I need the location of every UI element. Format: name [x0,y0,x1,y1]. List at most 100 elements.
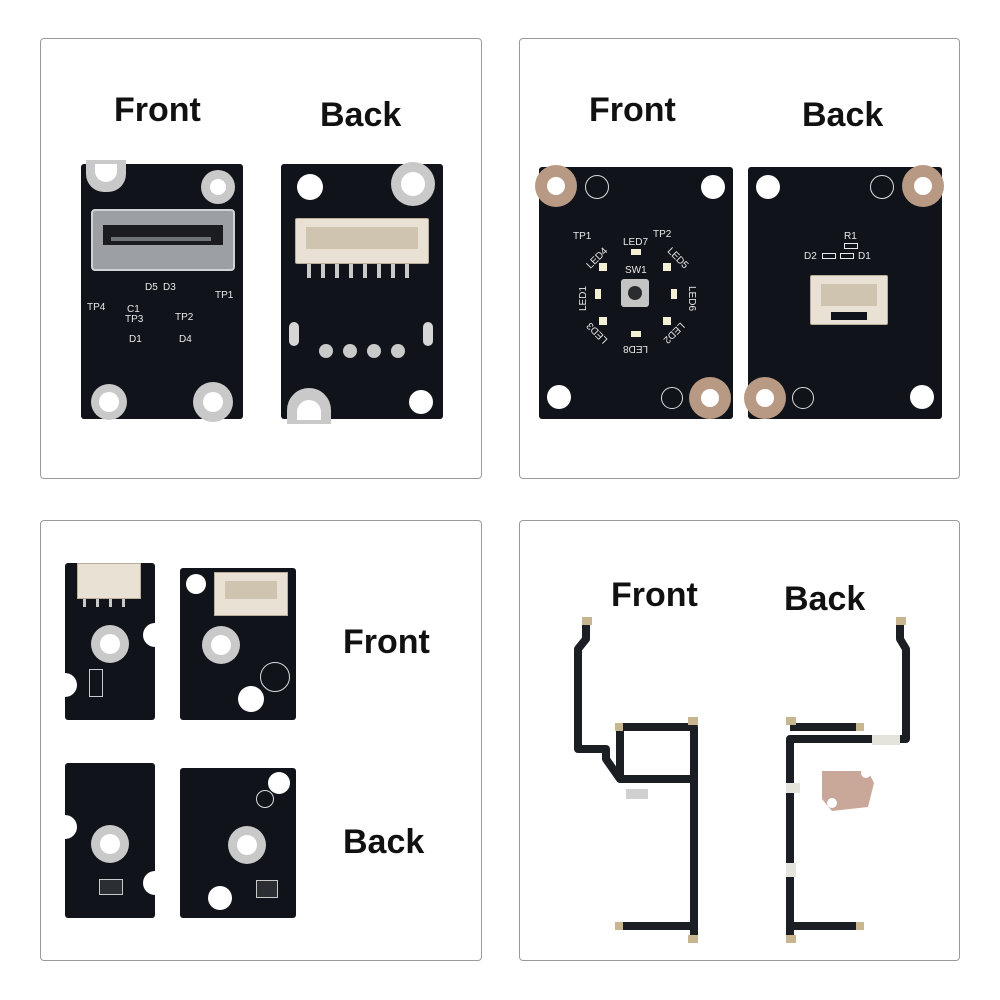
back-label: Back [343,823,425,861]
mount-hole [701,389,719,407]
flex-cable-front-details [582,617,698,943]
silk-led1: LED1 [578,285,590,312]
mount-hole [208,886,232,910]
mount-hole [297,174,323,200]
side-notch [143,623,167,647]
silk-tp2: TP2 [175,312,194,323]
mount-hole [100,834,120,854]
mount-ring [256,790,274,808]
side-notch [53,815,77,839]
silk-d2: D2 [804,251,817,262]
mount-hole [910,385,934,409]
flex-stiffener [786,783,800,793]
side-notch [53,673,77,697]
mount-hole [409,390,433,414]
mount-hole [401,172,425,196]
connector-cavity [821,284,877,306]
usb-a-contacts [111,237,211,241]
led [631,331,641,337]
diode-footprint [840,253,854,259]
connector-pins [307,264,417,278]
silk-d3: D3 [163,282,176,293]
flex-contact [615,922,623,930]
flex-cable-panel: Front Back [519,520,960,961]
mount-hole [211,635,231,655]
small-board-back-b [180,768,296,918]
slot-pad [423,322,433,346]
flex-contact [786,935,796,943]
led [631,249,641,255]
mount-hole [210,179,226,195]
small-board-front-a [53,563,167,720]
push-switch [621,279,649,307]
mount-ring [260,662,290,692]
usb-board-back [281,162,443,424]
usb-board-front: D5 D3 TP4 C1 TP3 TP2 TP1 D1 D4 [81,160,243,422]
mount-hole [756,175,780,199]
flex-cable-back [786,619,910,941]
flex-contact [786,717,796,725]
flex-cable-drawing [574,617,910,943]
wire-connector [810,275,888,325]
silk-d4: D4 [179,334,192,345]
usb-board-panel: Front Back D5 D3 TP4 C1 TP3 TP2 TP1 D1 D… [40,38,482,479]
mount-hole [756,389,774,407]
via-pad [391,344,405,358]
mount-ring [661,387,683,409]
connector-slot [831,312,867,320]
front-label: Front [343,623,430,661]
flex-stiffener [872,735,900,745]
flex-contact [856,922,864,930]
silk-c1: C1 [127,304,140,315]
mount-notch-hole [95,164,117,182]
led-board-front: TP1 LED7 TP2 LED4 LED5 SW1 LED1 LED6 LED… [535,165,733,419]
connector-cavity [306,227,418,249]
silk-tp2: TP2 [653,229,672,240]
connector-pins [83,599,135,607]
led [599,317,607,325]
front-label: Front [589,91,676,129]
wire-connector [77,563,141,599]
resistor-footprint [844,243,858,249]
slot-pad [289,322,299,346]
led [663,263,671,271]
silk-tp1: TP1 [215,290,234,301]
silk-tp1: TP1 [573,231,592,242]
flex-stiffener [786,863,796,877]
silk-led8: LED8 [623,343,649,354]
via-pad [319,344,333,358]
flex-cable-back-details [786,617,906,943]
switch-actuator [628,286,642,300]
mount-hole [100,634,120,654]
ic-chip [99,879,123,895]
component-footprint [89,669,103,697]
led-board-back: R1 D2 D1 [744,165,944,419]
led [663,317,671,325]
silk-sw1: SW1 [625,265,647,276]
usb-a-tongue [103,225,223,245]
wire-connector [214,572,288,616]
via-pad [367,344,381,358]
usb-a-connector [91,209,235,271]
back-label: Back [784,580,866,618]
flex-contact [688,717,698,725]
mount-hole [203,392,223,412]
flex-cable-front [574,619,698,941]
flex-contact [896,617,906,625]
connector-board-panel: Front Back [40,520,482,961]
mount-hole [268,772,290,794]
led-board-panel: Front Back TP1 LED7 TP2 LED4 LED5 SW1 LE… [519,38,960,479]
led [599,263,607,271]
shield-hole [861,768,871,778]
silk-d5: D5 [145,282,158,293]
silk-tp4: TP4 [87,302,106,313]
front-label: Front [114,91,201,129]
led [671,289,677,299]
back-label: Back [320,96,402,134]
mount-hole [186,574,206,594]
mount-hole [914,177,932,195]
ic-chip [256,880,278,898]
mount-hole [237,835,257,855]
silk-tp3: TP3 [125,314,144,325]
mount-hole [238,686,264,712]
